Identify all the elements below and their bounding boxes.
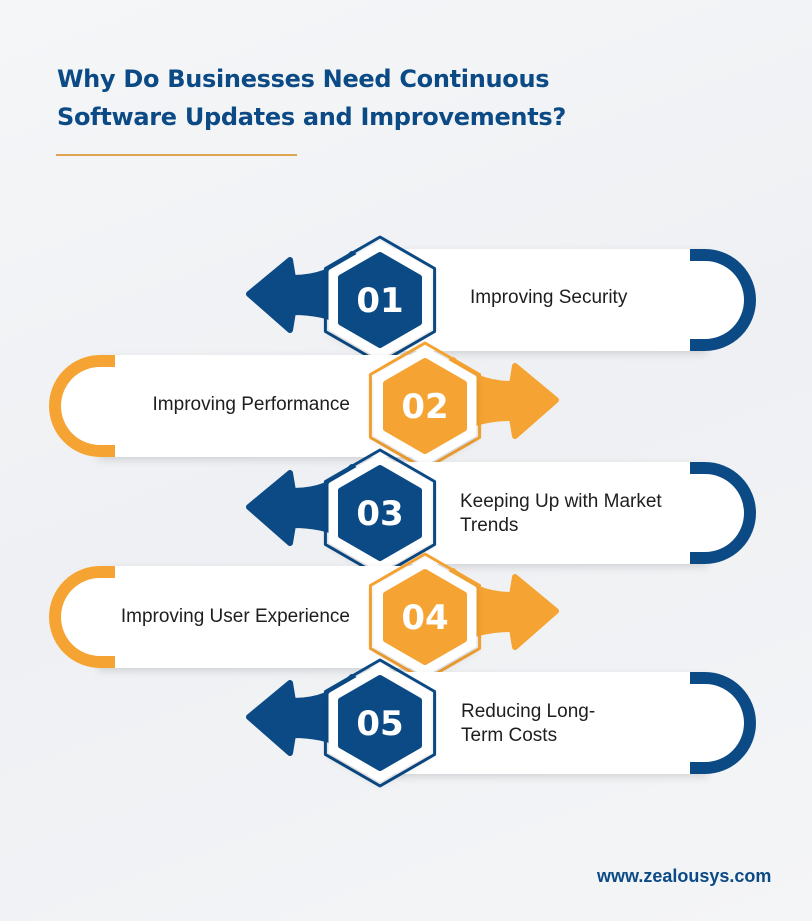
hexagon-badge — [383, 358, 467, 454]
bracket-arc — [690, 249, 756, 351]
hexagon-outline — [323, 658, 437, 788]
step-1-label: Improving Security — [470, 287, 628, 308]
hexagon-badge — [383, 569, 467, 665]
hexagon-badge — [338, 465, 422, 561]
bracket-arc — [690, 462, 756, 564]
step-5: 05 — [246, 658, 756, 788]
step-number: 05 — [356, 704, 403, 744]
step-2-label: Improving Performance — [152, 394, 350, 415]
step-5-label: Reducing Long-Term Costs — [461, 701, 596, 746]
bracket-arc — [690, 672, 756, 774]
step-card — [395, 672, 707, 774]
step-1: 01 — [246, 235, 756, 365]
step-4-label: Improving User Experience — [120, 606, 350, 627]
step-number: 02 — [401, 387, 448, 427]
step-3-label: Keeping Up with Market Trends — [460, 491, 662, 536]
step-card — [395, 462, 707, 564]
website-link[interactable]: www.zealousys.com — [597, 866, 772, 886]
title-underline — [56, 154, 297, 156]
title-line-1: Why Do Businesses Need Continuous — [57, 65, 550, 93]
title-line-2: Software Updates and Improvements? — [57, 103, 566, 131]
step-2: 02 — [49, 341, 559, 471]
step-number: 03 — [356, 494, 403, 534]
step-card — [98, 566, 410, 668]
step-card — [395, 249, 707, 351]
hexagon-badge — [338, 252, 422, 348]
page-title: Why Do Businesses Need Continuous Softwa… — [57, 60, 566, 136]
step-number: 04 — [401, 598, 448, 638]
bracket-arc — [49, 566, 115, 668]
step-number: 01 — [356, 281, 403, 321]
step-card — [98, 355, 410, 457]
bracket-arc — [49, 355, 115, 457]
step-4: 04 — [49, 552, 559, 682]
hexagon-badge — [338, 675, 422, 771]
